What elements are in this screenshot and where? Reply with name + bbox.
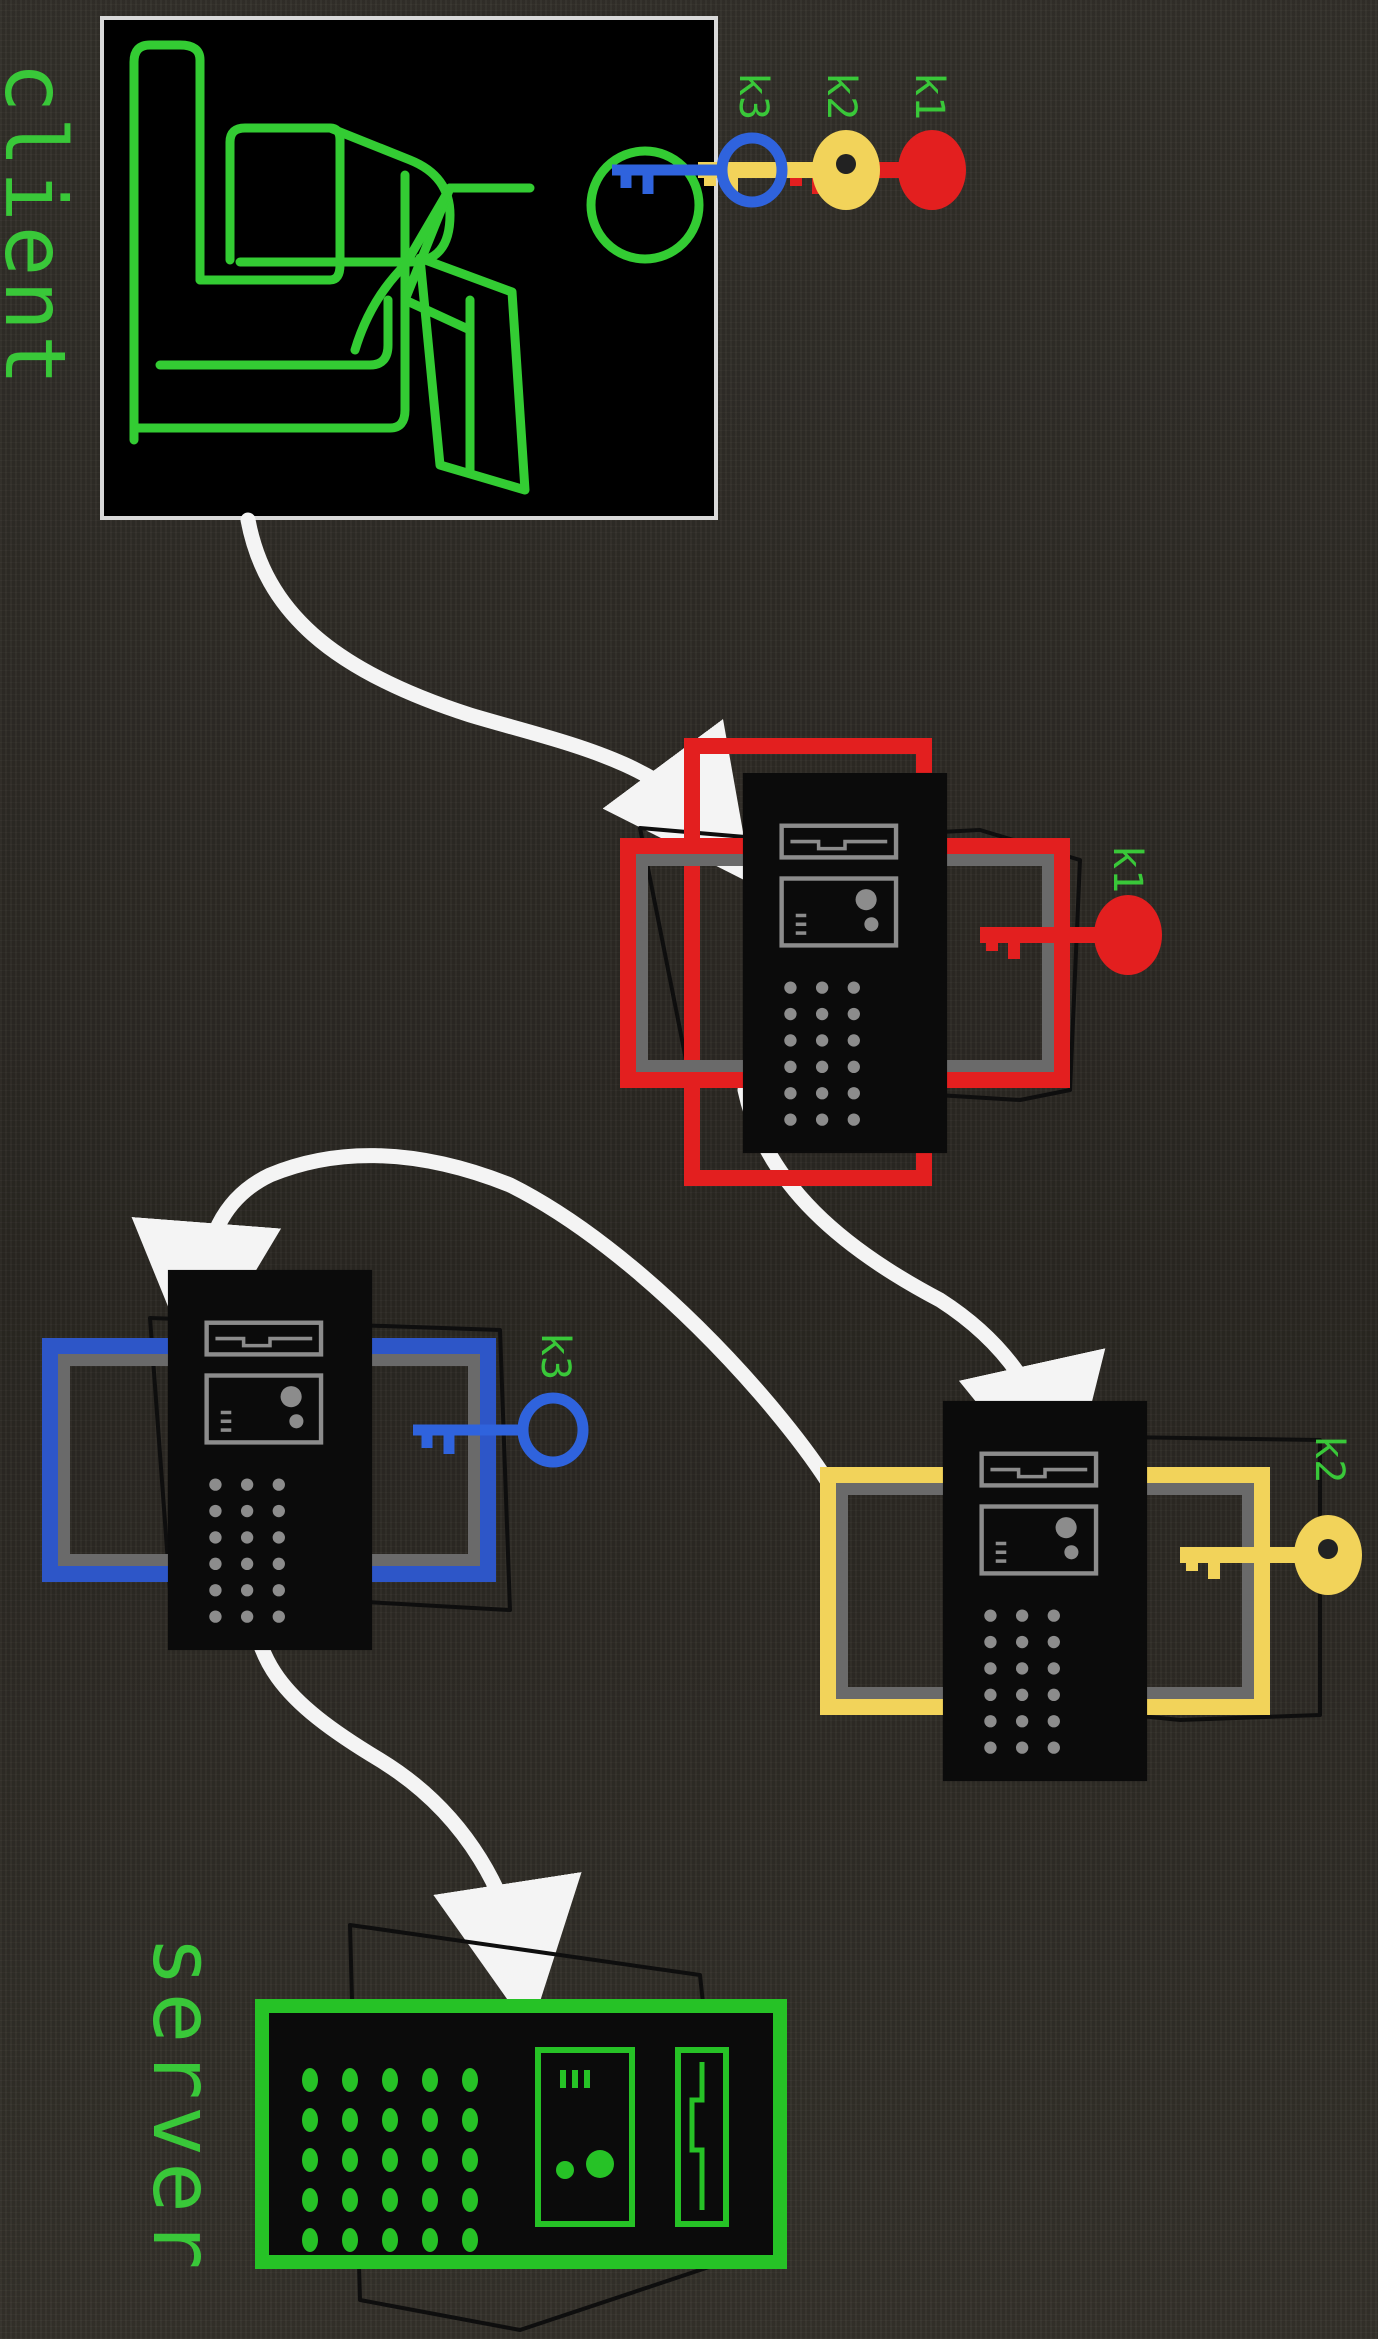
server-tower-icon: [943, 1401, 1147, 1781]
key-label-k2: k2: [818, 72, 864, 121]
key-label-k3: k3: [730, 72, 776, 121]
key-icon: [1180, 1515, 1362, 1595]
key-icon: [698, 130, 880, 210]
key-label-k1: k1: [906, 72, 952, 121]
server-node: [255, 1999, 787, 2269]
client-label: client: [0, 62, 84, 390]
relay-key-label-k3: k3: [532, 1332, 578, 1381]
relay-k3: [42, 1270, 496, 1650]
relay-key-label-k2: k2: [1306, 1435, 1352, 1484]
relay-k2: [820, 1401, 1270, 1781]
client-keys: [612, 130, 966, 210]
relay-key-label-k1: k1: [1104, 845, 1150, 894]
person-at-computer-icon: [129, 40, 704, 495]
arrow-icon: [240, 512, 753, 885]
arrow-icon: [131, 1148, 836, 1490]
arrow-icon: [737, 1082, 1106, 1511]
server-tower-icon: [168, 1270, 372, 1650]
key-icon: [980, 895, 1162, 975]
server-tower-icon: [743, 773, 947, 1153]
server-led-grid: [302, 2068, 478, 2252]
arrows: [131, 512, 1106, 2032]
relay-k1: [620, 738, 1070, 1186]
client-node: [100, 16, 718, 520]
key-icon: [612, 132, 788, 208]
server-label: server: [134, 1936, 232, 2276]
key-icon: [413, 1392, 589, 1468]
